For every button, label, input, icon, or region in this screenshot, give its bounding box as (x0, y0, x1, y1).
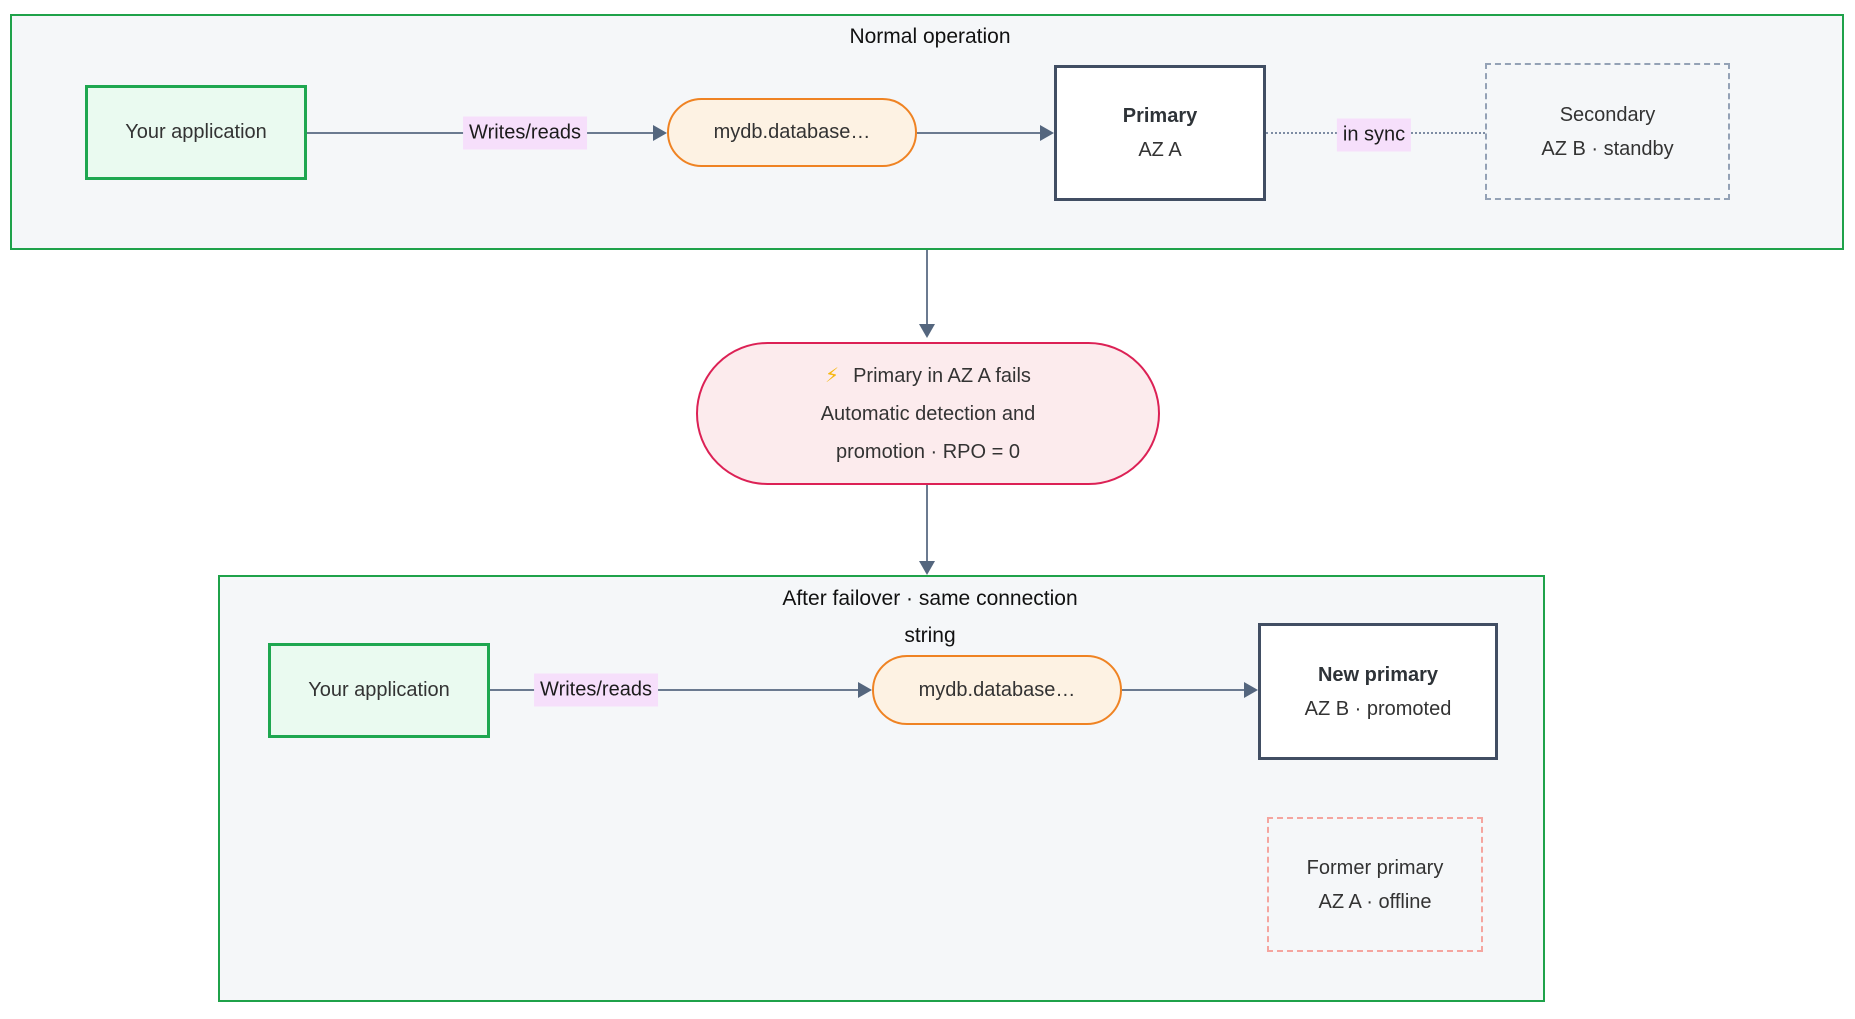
former-primary-title: Former primary (1306, 856, 1444, 879)
arrow-head-icon (1040, 125, 1054, 141)
your-application-node-bottom: Your application (268, 643, 490, 738)
after-failover-title-line1: After failover · same connection (782, 587, 1078, 610)
arrow-head-icon (1244, 682, 1258, 698)
new-primary-node: New primary AZ B · promoted (1258, 623, 1498, 760)
writes-reads-label-bottom: Writes/reads (534, 673, 658, 707)
after-failover-title: After failover · same connection string (782, 580, 1077, 654)
dns-to-new-primary-edge (1122, 689, 1244, 691)
arrow-head-icon (653, 125, 667, 141)
writes-reads-edge-bottom: Writes/reads (490, 673, 858, 707)
cluster-to-alert-edge (926, 250, 928, 324)
primary-title: Primary (1122, 105, 1198, 127)
secondary-title: Secondary (1559, 103, 1656, 126)
alert-line-1: Primary in AZ A fails (853, 364, 1031, 387)
arrow-head-icon (858, 682, 872, 698)
primary-subtitle: AZ A (1138, 139, 1182, 161)
new-primary-title: New primary (1317, 663, 1439, 686)
former-primary-node: Former primary AZ A · offline (1267, 817, 1483, 952)
alert-line-3: promotion · RPO = 0 (836, 440, 1020, 463)
dns-endpoint-node-bottom: mydb.database… (872, 655, 1122, 725)
arrow-head-icon (919, 561, 935, 575)
failure-alert-node: ⚡ Primary in AZ A fails Automatic detecti… (696, 342, 1160, 485)
alert-to-cluster-edge (926, 485, 928, 561)
in-sync-label: in sync (1336, 118, 1412, 152)
alert-line-2: Automatic detection and (820, 402, 1036, 425)
dns-to-primary-edge (917, 132, 1040, 134)
after-failover-title-line2: string (904, 624, 956, 647)
secondary-standby-node: Secondary AZ B · standby (1485, 63, 1730, 200)
writes-reads-label-top: Writes/reads (463, 116, 587, 150)
arrow-head-icon (919, 324, 935, 338)
former-primary-subtitle: AZ A · offline (1318, 890, 1432, 913)
normal-operation-title: Normal operation (849, 25, 1011, 48)
your-application-node: Your application (85, 85, 307, 180)
your-application-label: Your application (125, 121, 267, 143)
secondary-subtitle: AZ B · standby (1541, 137, 1674, 160)
primary-node: Primary AZ A (1054, 65, 1266, 201)
your-application-label-bottom: Your application (308, 679, 450, 701)
dns-endpoint-label-bottom: mydb.database… (918, 678, 1076, 701)
lightning-icon: ⚡ (825, 364, 840, 387)
in-sync-edge: in sync (1266, 118, 1485, 152)
dns-endpoint-label: mydb.database… (713, 121, 871, 143)
dns-endpoint-node: mydb.database… (667, 98, 917, 167)
writes-reads-edge-top: Writes/reads (307, 116, 653, 150)
new-primary-subtitle: AZ B · promoted (1304, 697, 1452, 720)
